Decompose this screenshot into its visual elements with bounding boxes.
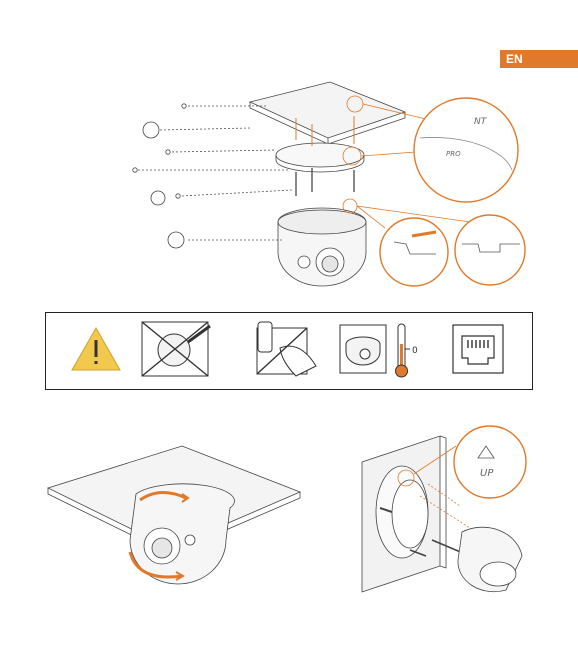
- wall-mount-diagram: [362, 426, 526, 592]
- warnings-panel: [45, 312, 533, 390]
- callout-nt-label: NT: [474, 117, 488, 127]
- callout-up-label: UP: [480, 468, 494, 479]
- callout-pro-label: PRO: [446, 150, 461, 158]
- ceiling-adjustment-diagram: [48, 446, 300, 584]
- exploded-view: [133, 82, 525, 286]
